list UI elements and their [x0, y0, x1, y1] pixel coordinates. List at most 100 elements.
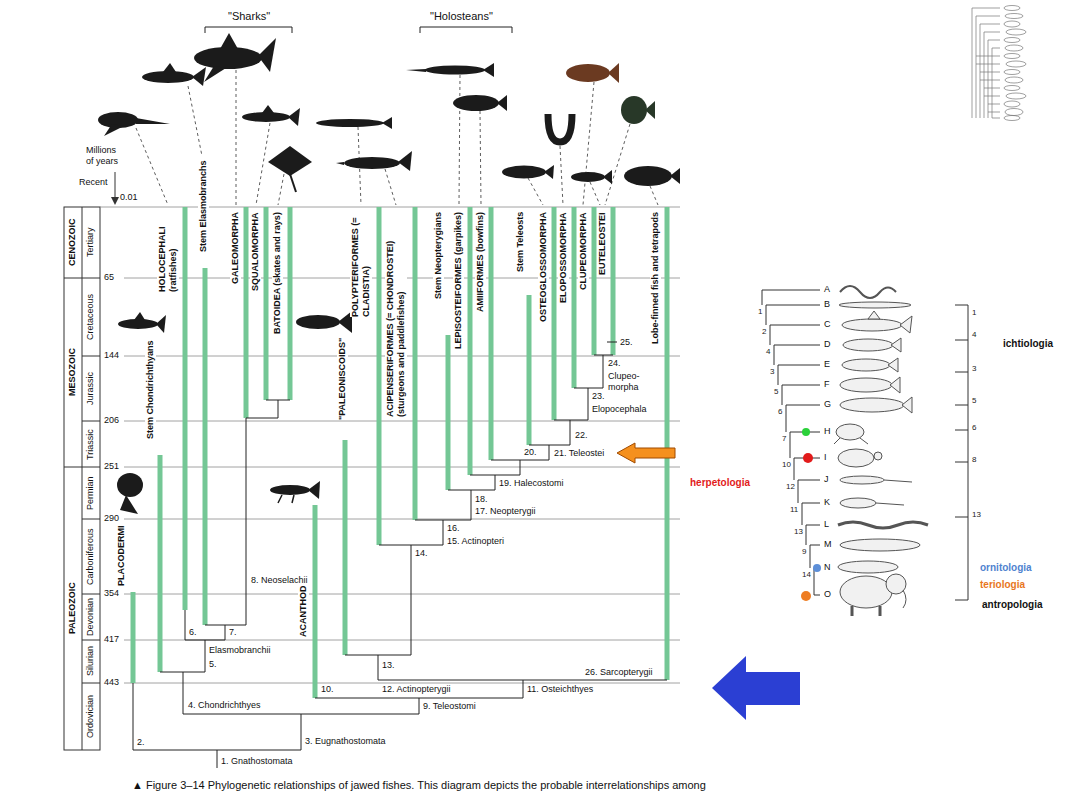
- clade-label: 10.: [321, 684, 334, 695]
- clade-label: 13.: [382, 660, 395, 671]
- clade-label: Clupeo- morpha: [608, 371, 648, 393]
- field-label: ichtiologia: [1003, 338, 1053, 350]
- clade-label: 25.: [620, 337, 633, 348]
- period-label: Devonian: [85, 598, 96, 636]
- node-number: 3: [972, 364, 976, 373]
- clade-label: 2.: [137, 737, 145, 748]
- clade-label: 20.: [524, 447, 537, 458]
- period-label: Carboniferous: [85, 528, 96, 585]
- period-label: Jurassic: [85, 371, 96, 404]
- node-number: 6: [972, 423, 976, 432]
- period-label: Triassic: [85, 429, 96, 460]
- taxon-letter: M: [824, 539, 832, 550]
- clade-label: 21. Teleostei: [554, 448, 604, 459]
- taxon-label: POLYPTERIFORMES (= CLADISTIA): [350, 212, 372, 317]
- node-number: 4: [766, 347, 770, 356]
- node-number: 1: [758, 307, 762, 316]
- field-label: herpetologia: [690, 477, 750, 489]
- fish-silhouette: [98, 33, 680, 514]
- taxon-label: ACANTHODII: [298, 581, 309, 638]
- clade-label: Elasmobranchii: [209, 645, 271, 656]
- clade-label: 11. Osteichthyes: [527, 684, 593, 695]
- field-label: antropologia: [982, 599, 1043, 611]
- taxon-letter: C: [824, 319, 831, 330]
- clade-label: 17. Neopterygii: [475, 506, 536, 517]
- period-label: Tertiary: [85, 227, 96, 257]
- node-number: 7: [782, 434, 786, 443]
- node-number: 6: [778, 407, 782, 416]
- taxon-dot: [801, 428, 821, 601]
- clade-label: 5.: [209, 659, 217, 670]
- taxon-letter: N: [824, 562, 831, 573]
- taxon-letter: J: [824, 474, 829, 485]
- node-number: 10: [782, 460, 791, 469]
- period-label: Cretaceous: [85, 294, 96, 340]
- taxon-label: CLUPEOMORPHA: [578, 212, 589, 290]
- blue-arrow: [712, 656, 800, 720]
- node-number: 5: [972, 396, 976, 405]
- taxon-label: MESOZOIC: [67, 348, 78, 396]
- taxon-letter: H: [824, 426, 831, 437]
- node-number: 12: [786, 482, 795, 491]
- node-number: 1: [972, 308, 976, 317]
- taxon-label: HOLOCEPHALI (ratfishes): [157, 212, 179, 292]
- taxon-letter: D: [824, 339, 831, 350]
- taxon-letter: E: [824, 359, 830, 370]
- clade-label: 15. Actinopteri: [447, 536, 504, 547]
- taxon-label: ACIPENSERIFORMES (= CHONDROSTEI) (sturge…: [385, 212, 407, 417]
- node-number: 11: [790, 505, 798, 514]
- clade-label: 9. Teleostomi: [423, 701, 476, 712]
- axis-label: of years: [86, 156, 118, 167]
- axis-label: 290: [104, 513, 119, 524]
- taxon-label: Stem Neopterygians: [433, 212, 444, 299]
- taxon-label: "PALEONISCOIDS": [337, 338, 348, 420]
- clade-label: 24.: [608, 358, 621, 369]
- clade-label: 18.: [475, 494, 488, 505]
- time-scale: [64, 172, 119, 750]
- taxon-label: Lobe-finned fish and tetrapods: [650, 212, 661, 344]
- field-label: ornitologia: [980, 562, 1032, 574]
- group-bracket: [205, 27, 512, 33]
- axis-label: Millions: [86, 145, 116, 156]
- clade-label: 26. Sarcopterygii: [585, 667, 653, 678]
- taxon-label: Stem Elasmobranchs: [198, 160, 209, 252]
- taxon-letter: I: [824, 452, 827, 463]
- node-number: 9: [802, 547, 806, 556]
- taxon-label: OSTEOGLOSSOMORPHA: [538, 212, 549, 322]
- taxon-letter: F: [824, 379, 830, 390]
- figure-caption: ▲ Figure 3–14 Phylogenetic relationships…: [132, 779, 706, 792]
- taxon-letter: K: [824, 497, 830, 508]
- clade-label: 23.: [592, 391, 605, 402]
- clade-label: 19. Halecostomi: [499, 478, 564, 489]
- leader-line: [136, 70, 658, 205]
- clade-label: Elopocephala: [592, 404, 647, 415]
- node-number: 2: [762, 327, 766, 336]
- node-number: 13: [972, 510, 981, 519]
- orange-arrow: [617, 443, 675, 463]
- axis-label: 443: [104, 677, 119, 688]
- taxon-label: GALEOMORPHA: [230, 212, 241, 284]
- time-gridline: [100, 207, 680, 683]
- clade-label: 12. Actinopterygii: [382, 684, 451, 695]
- animal-drawing: [834, 286, 928, 616]
- axis-label: 251: [104, 461, 119, 472]
- taxon-letter: O: [824, 589, 831, 600]
- axis-label: 144: [104, 350, 119, 361]
- clade-label: 6.: [189, 627, 197, 638]
- clade-label: 16.: [447, 523, 460, 534]
- clade-label: 8. Neoselachii: [251, 575, 308, 586]
- axis-label: 354: [104, 588, 119, 599]
- thumbnail-tree: [972, 6, 1026, 121]
- node-number: 3: [770, 367, 774, 376]
- clade-label: 3. Eugnathostomata: [305, 736, 386, 747]
- taxon-label: PLACODERMI: [116, 526, 127, 587]
- axis-label: 0.01: [120, 192, 138, 203]
- taxon-label: BATOIDEA (skates and rays): [272, 212, 283, 334]
- group-heading: "Sharks": [228, 10, 270, 23]
- vertebrate-cladogram: [762, 290, 968, 600]
- taxon-label: Stem Teleosts: [515, 212, 526, 272]
- taxon-letter: G: [824, 399, 831, 410]
- taxon-label: CENOZOIC: [67, 218, 78, 266]
- taxon-label: Stem Chondrichthyans: [145, 340, 156, 439]
